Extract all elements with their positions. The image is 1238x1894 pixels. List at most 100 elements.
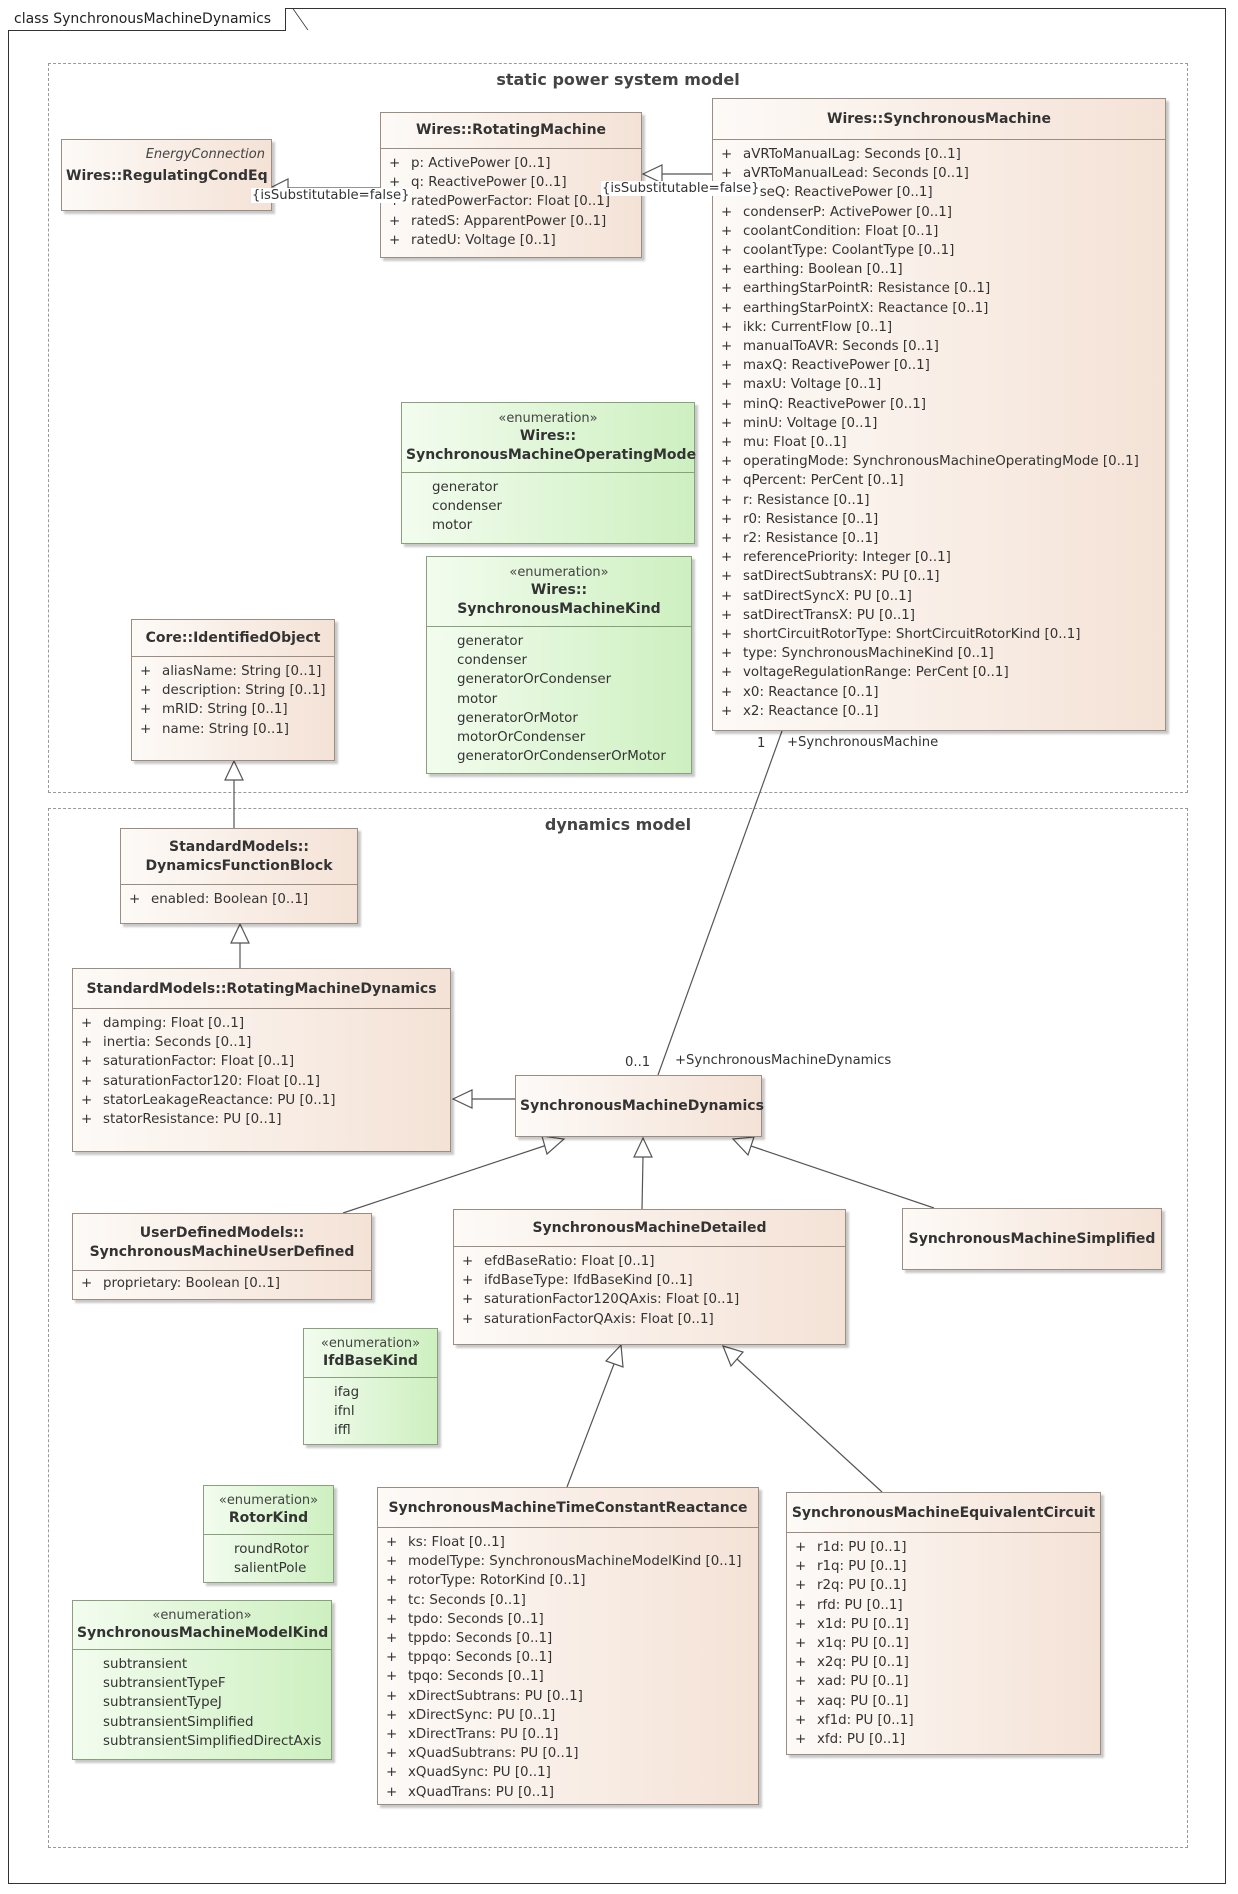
- generalization-arrowhead: [641, 164, 663, 184]
- class-stereotype: «enumeration»: [320, 1336, 421, 1351]
- enum-ifd-base-kind[interactable]: «enumeration» IfdBaseKind ifag ifnl iffl: [303, 1328, 438, 1445]
- enum-rotor-kind[interactable]: «enumeration» RotorKind roundRotor salie…: [203, 1485, 334, 1583]
- class-identified-object[interactable]: Core::IdentifiedObject +aliasName: Strin…: [131, 619, 335, 761]
- attribute: +tpdo: Seconds [0..1]: [386, 1611, 544, 1627]
- class-rotating-machine-dynamics[interactable]: StandardModels::RotatingMachineDynamics …: [72, 968, 451, 1152]
- enum-literal: ifag: [334, 1385, 360, 1400]
- class-regulating-cond-eq[interactable]: EnergyConnection Wires::RegulatingCondEq: [61, 139, 272, 211]
- attribute: +proprietary: Boolean [0..1]: [81, 1276, 281, 1291]
- class-header: UserDefinedModels:: SynchronousMachineUs…: [73, 1214, 371, 1271]
- edge-label-substitutable: {isSubstitutable=false}: [251, 188, 411, 203]
- class-name: SynchronousMachineOperatingMode: [406, 447, 697, 463]
- attribute: +r1d: PU [0..1]: [795, 1540, 907, 1555]
- attribute: +qPercent: PerCent [0..1]: [721, 473, 904, 489]
- class-synchronous-machine-equivalent-circuit[interactable]: SynchronousMachineEquivalentCircuit +r1d…: [786, 1492, 1101, 1755]
- class-header: EnergyConnection Wires::RegulatingCondEq: [62, 140, 271, 192]
- class-synchronous-machine[interactable]: Wires::SynchronousMachine +aVRToManualLa…: [712, 98, 1166, 731]
- attribute: +description: String [0..1]: [140, 683, 326, 699]
- class-header: SynchronousMachineDynamics: [516, 1076, 764, 1137]
- class-synchronous-machine-simplified[interactable]: SynchronousMachineSimplified: [902, 1208, 1162, 1270]
- attribute: +statorLeakageReactance: PU [0..1]: [81, 1092, 336, 1108]
- enum-literal: generatorOrMotor: [457, 710, 578, 726]
- attribute: +ks: Float [0..1]: [386, 1535, 505, 1550]
- attribute: +xQuadSubtrans: PU [0..1]: [386, 1746, 579, 1762]
- generalization-arrowhead: [230, 922, 250, 944]
- class-synchronous-machine-dynamics[interactable]: SynchronousMachineDynamics: [515, 1075, 764, 1137]
- class-name-prefix: Wires::: [530, 582, 588, 598]
- class-name: SynchronousMachineDynamics: [520, 1098, 764, 1114]
- class-name: Core::IdentifiedObject: [145, 630, 321, 646]
- class-header: StandardModels::RotatingMachineDynamics: [73, 969, 450, 1009]
- literal-list: generator condenser generatorOrCondenser…: [427, 627, 691, 772]
- class-header: SynchronousMachineSimplified: [903, 1209, 1161, 1270]
- enum-literal: roundRotor: [234, 1542, 309, 1557]
- generalization-arrowhead: [721, 1345, 745, 1368]
- multiplicity-zero-one: 0..1: [625, 1055, 651, 1070]
- class-header: «enumeration» RotorKind: [204, 1486, 333, 1535]
- generalization-edge: [342, 1144, 548, 1214]
- attribute: +r: Resistance [0..1]: [721, 492, 870, 508]
- attribute-list: +efdBaseRatio: Float [0..1] +ifdBaseType…: [454, 1247, 845, 1335]
- attribute: +aVRToManualLead: Seconds [0..1]: [721, 166, 969, 182]
- attribute-list: +aVRToManualLag: Seconds [0..1] +aVRToMa…: [713, 140, 1165, 727]
- attribute: +x1q: PU [0..1]: [795, 1636, 909, 1652]
- class-stereotype: «enumeration»: [509, 565, 609, 580]
- class-header: SynchronousMachineEquivalentCircuit: [787, 1493, 1100, 1533]
- package-title: static power system model: [496, 70, 740, 89]
- class-synchronous-machine-user-defined[interactable]: UserDefinedModels:: SynchronousMachineUs…: [72, 1213, 372, 1300]
- attribute: +xad: PU [0..1]: [795, 1674, 909, 1690]
- attribute: +inertia: Seconds [0..1]: [81, 1035, 252, 1051]
- class-synchronous-machine-time-constant-reactance[interactable]: SynchronousMachineTimeConstantReactance …: [377, 1487, 759, 1805]
- generalization-arrowhead: [451, 1089, 473, 1109]
- attribute: +voltageRegulationRange: PerCent [0..1]: [721, 665, 1009, 681]
- class-name: Wires::RegulatingCondEq: [66, 168, 268, 184]
- enum-literal: subtransientTypeJ: [103, 1695, 222, 1711]
- attribute: +p: ActivePower [0..1]: [389, 156, 551, 171]
- attribute: +baseQ: ReactivePower [0..1]: [721, 185, 933, 201]
- generalization-arrowhead: [541, 1135, 566, 1156]
- attribute: +tc: Seconds [0..1]: [386, 1592, 526, 1608]
- class-header: Wires::RotatingMachine: [381, 113, 641, 149]
- class-name: SynchronousMachineKind: [457, 601, 661, 617]
- attribute: +efdBaseRatio: Float [0..1]: [462, 1254, 655, 1269]
- attribute: +type: SynchronousMachineKind [0..1]: [721, 646, 994, 662]
- enum-synchronous-machine-kind[interactable]: «enumeration» Wires:: SynchronousMachine…: [426, 556, 692, 774]
- attribute: +xDirectSync: PU [0..1]: [386, 1707, 556, 1723]
- generalization-edge: [736, 1358, 883, 1493]
- attribute: +tpqo: Seconds [0..1]: [386, 1669, 544, 1685]
- class-synchronous-machine-detailed[interactable]: SynchronousMachineDetailed +efdBaseRatio…: [453, 1209, 846, 1345]
- enum-literal: generator: [432, 480, 499, 495]
- attribute: +xDirectTrans: PU [0..1]: [386, 1727, 559, 1743]
- attribute: +condenserP: ActivePower [0..1]: [721, 204, 952, 220]
- attribute: +x1d: PU [0..1]: [795, 1616, 909, 1632]
- package-dynamics-model: dynamics model: [48, 808, 1188, 1848]
- attribute: +xQuadSync: PU [0..1]: [386, 1765, 551, 1781]
- class-header: «enumeration» IfdBaseKind: [304, 1329, 437, 1378]
- attribute: +coolantCondition: Float [0..1]: [721, 223, 939, 239]
- attribute-list: +ks: Float [0..1] +modelType: Synchronou…: [378, 1528, 758, 1808]
- attribute: +xf1d: PU [0..1]: [795, 1712, 914, 1728]
- attribute: +x2q: PU [0..1]: [795, 1655, 909, 1671]
- enum-literal: generator: [457, 634, 524, 649]
- class-name: SynchronousMachineSimplified: [908, 1231, 1156, 1247]
- class-name: SynchronousMachineDetailed: [532, 1220, 767, 1236]
- class-name: Wires::RotatingMachine: [415, 122, 607, 138]
- attribute: +shortCircuitRotorType: ShortCircuitRoto…: [721, 627, 1081, 643]
- attribute: +earthingStarPointX: Reactance [0..1]: [721, 300, 989, 316]
- attribute: +saturationFactor: Float [0..1]: [81, 1054, 295, 1070]
- class-dynamics-function-block[interactable]: StandardModels:: DynamicsFunctionBlock +…: [120, 828, 358, 924]
- attribute: +maxU: Voltage [0..1]: [721, 377, 882, 393]
- generalization-edge: [641, 1156, 644, 1210]
- enum-synchronous-machine-operating-mode[interactable]: «enumeration» Wires:: SynchronousMachine…: [401, 402, 697, 544]
- edge-label-substitutable: {isSubstitutable=false}: [601, 181, 761, 196]
- class-header: Wires::SynchronousMachine: [713, 99, 1165, 140]
- enum-literal: subtransientTypeF: [103, 1676, 226, 1692]
- attribute: +mRID: String [0..1]: [140, 702, 288, 718]
- attribute: +x2: Reactance [0..1]: [721, 703, 879, 719]
- class-rotating-machine[interactable]: Wires::RotatingMachine +p: ActivePower […: [380, 112, 642, 258]
- enum-synchronous-machine-model-kind[interactable]: «enumeration» SynchronousMachineModelKin…: [72, 1600, 332, 1760]
- attribute-list: +damping: Float [0..1] +inertia: Seconds…: [73, 1009, 450, 1135]
- association-edge: [657, 730, 783, 1076]
- class-name: RotorKind: [228, 1510, 309, 1526]
- enum-literal: motorOrCondenser: [457, 730, 586, 746]
